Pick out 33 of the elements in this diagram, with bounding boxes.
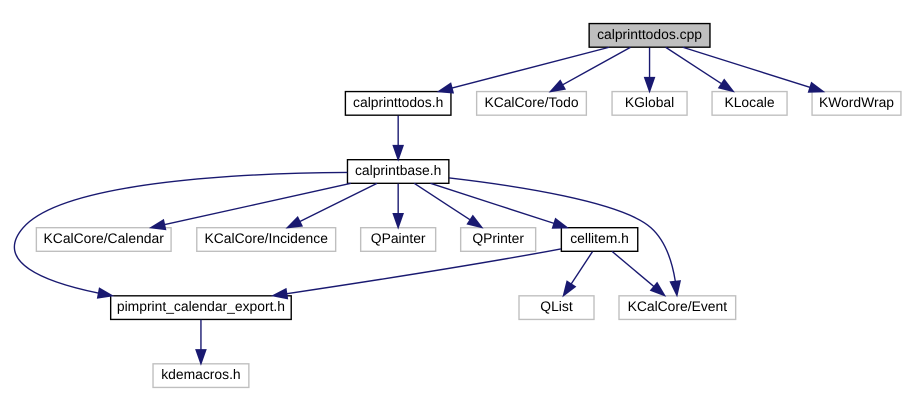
node-box: QPrinter xyxy=(460,227,536,252)
arrow xyxy=(430,182,570,229)
node-box: pimprint_calendar_export.h xyxy=(110,295,292,320)
arrow xyxy=(449,177,682,298)
node-box: QList xyxy=(518,295,595,320)
arrow xyxy=(562,251,594,298)
arrow xyxy=(392,184,404,230)
node-box: QPainter xyxy=(360,227,436,252)
arrow xyxy=(14,172,348,299)
arrow xyxy=(414,182,484,229)
arrow xyxy=(270,248,561,300)
arrow xyxy=(436,46,610,94)
arrow xyxy=(392,116,404,162)
arrow xyxy=(195,320,207,366)
node-box: cellitem.h xyxy=(560,227,638,252)
arrow xyxy=(665,46,735,92)
node-box: KWordWrap xyxy=(811,90,902,116)
arrow xyxy=(548,46,631,93)
arrow xyxy=(644,48,656,94)
node-box: KLocale xyxy=(711,90,788,116)
node-box: KCalCore/Event xyxy=(618,295,736,320)
node-box: KCalCore/Calendar xyxy=(36,227,172,252)
node-box: KCalCore/Incidence xyxy=(196,227,336,252)
arrow xyxy=(612,250,666,297)
node-box: calprinttodos.h xyxy=(344,90,452,116)
node-box: calprinttodos.cpp xyxy=(588,22,711,48)
arrow xyxy=(148,182,352,230)
arrow xyxy=(285,182,378,229)
node-box: KGlobal xyxy=(611,90,688,116)
node-box: kdemacros.h xyxy=(152,363,250,388)
arrow xyxy=(682,46,826,93)
node-box: KCalCore/Todo xyxy=(476,90,588,116)
node-box: calprintbase.h xyxy=(346,158,450,184)
